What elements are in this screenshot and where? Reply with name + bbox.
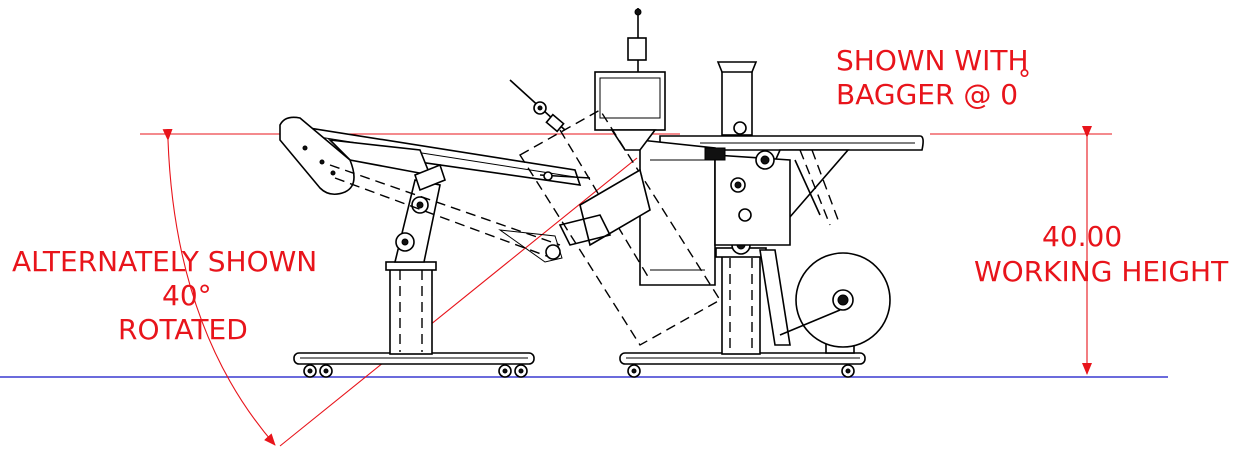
conveyor-unit bbox=[279, 116, 591, 378]
dimension-value: 40.00 bbox=[1042, 220, 1122, 253]
bagger-body bbox=[639, 139, 716, 286]
conveyor-column bbox=[389, 267, 433, 355]
bagger-unit bbox=[509, 8, 924, 378]
rotated-conveyor bbox=[329, 164, 561, 246]
conveyor-hopper bbox=[279, 116, 355, 196]
bagger-angle-label: BAGGER @ 0 bbox=[836, 78, 1018, 111]
wheel-icon bbox=[627, 364, 855, 378]
shown-with-label: SHOWN WITH bbox=[836, 44, 1029, 77]
roll-icon bbox=[795, 252, 891, 348]
alternate-label: ALTERNATELY SHOWN bbox=[12, 245, 317, 278]
rotated-axis-line bbox=[279, 157, 638, 447]
degree-mark: ° bbox=[1018, 65, 1031, 95]
rotated-bagger-body bbox=[519, 109, 721, 346]
rotated-label: ROTATED bbox=[118, 313, 248, 346]
wheel-icon bbox=[303, 364, 528, 378]
alternate-angle-label: 40° bbox=[162, 279, 212, 312]
angle-arc bbox=[162, 128, 276, 446]
bagger-column bbox=[721, 254, 761, 355]
print-head bbox=[594, 71, 666, 131]
dimension-label: WORKING HEIGHT bbox=[974, 255, 1229, 288]
